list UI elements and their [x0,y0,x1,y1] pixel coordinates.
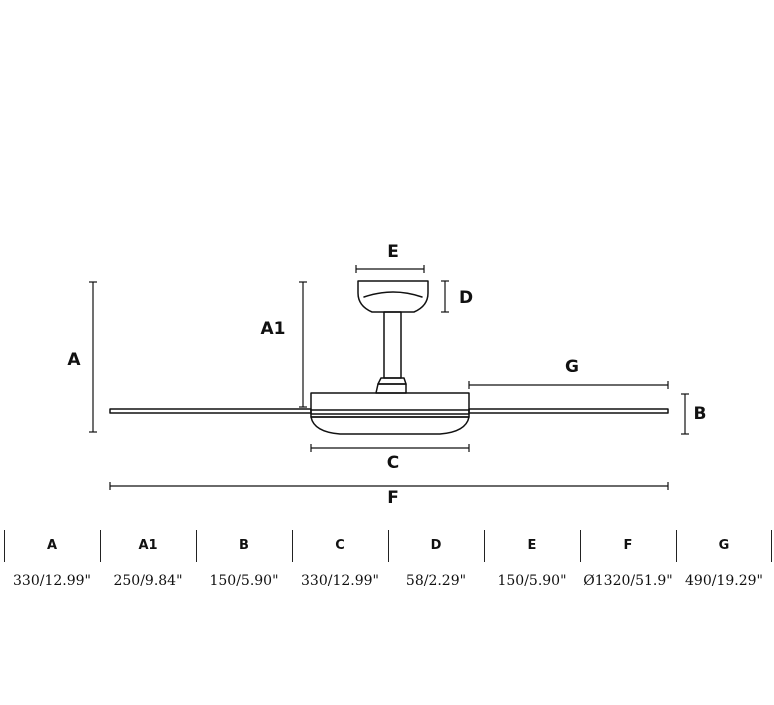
table-column-e: E 150/5.90" [484,530,580,600]
label-a1: A1 [261,319,286,339]
column-header: B [239,538,249,553]
label-f: F [387,488,399,508]
column-header: C [335,538,345,553]
label-e: E [387,242,399,262]
column-header: E [527,538,537,553]
label-b: B [694,404,707,424]
column-header: A [46,538,58,553]
motor-coupler [375,383,407,394]
ceiling-fan-diagram: A A1 B C D E F G [67,242,707,508]
column-value: 150/5.90" [497,573,567,589]
column-value: 330/12.99" [301,573,379,589]
column-value: 58/2.29" [405,573,467,589]
table-column-c: C 330/12.99" [292,530,388,600]
label-c: C [387,453,399,473]
canopy-inner [363,291,423,298]
motor-collar [377,377,407,385]
light-bowl [310,416,470,435]
table-column-a: A 330/12.99" [4,530,100,600]
column-value: Ø1320/51.9" [583,573,673,589]
table-column-f: F Ø1320/51.9" [580,530,676,600]
column-header: F [623,538,633,553]
left-blade [109,408,312,414]
table-column-g: G 490/19.29" [676,530,772,600]
column-value: 490/19.29" [685,573,763,589]
canopy [357,280,429,313]
table-column-a1: A1 250/9.84" [100,530,196,600]
downrod [383,311,402,379]
column-header: G [718,538,730,553]
label-g: G [565,357,579,377]
table-column-d: D 58/2.29" [388,530,484,600]
column-header: D [430,538,442,553]
label-d: D [459,288,473,308]
column-value: 330/12.99" [13,573,91,589]
right-blade [468,408,669,414]
table-column-b: B 150/5.90" [196,530,292,600]
label-a: A [67,350,81,370]
column-value: 250/9.84" [113,573,183,589]
dimensions-table: A 330/12.99" A1 250/9.84" B 150/5.90" C … [4,530,772,600]
column-header: A1 [138,538,158,553]
column-value: 150/5.90" [209,573,279,589]
